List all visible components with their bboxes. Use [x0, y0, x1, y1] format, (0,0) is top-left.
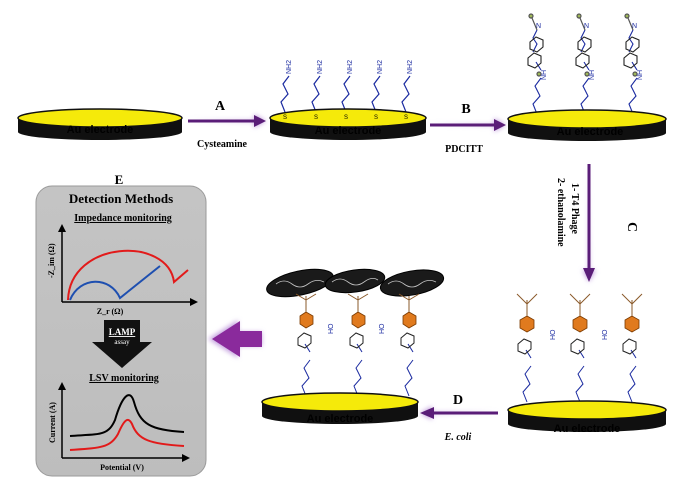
- lsv-ylabel: Current (A): [48, 402, 57, 443]
- panel-title: Detection Methods: [69, 191, 173, 206]
- electrode-3: NH NH NH N N N Au electrode: [507, 13, 667, 141]
- nh2-label-2: NH2: [317, 60, 324, 74]
- nh2-label-5: NH2: [407, 60, 414, 74]
- step-c-reagent-2: 2- ethanolamine: [555, 178, 566, 247]
- phage-layer-right: [522, 349, 637, 403]
- detection-panel: E Detection Methods Impedance monitoring…: [35, 172, 207, 477]
- impedance-ylabel: -Z_im (Ω): [47, 243, 56, 278]
- ho-label-5a: HO: [328, 323, 335, 334]
- nh2-label-4: NH2: [377, 60, 384, 74]
- ho-label-5b: HO: [379, 323, 386, 334]
- cysteamine-layer: [280, 75, 411, 113]
- step-d-letter: D: [453, 393, 463, 408]
- electrode-5: HO HO Au electrode: [261, 268, 445, 425]
- nh2-label-1: NH2: [286, 60, 293, 74]
- s-atom-1: S: [283, 115, 287, 121]
- benzene-rings: [527, 36, 640, 69]
- electrode-4: HO HO Au electrode: [507, 293, 667, 435]
- s-atom-3: S: [344, 115, 348, 121]
- n-label-3c: N: [632, 23, 637, 30]
- step-a-letter: A: [215, 99, 226, 114]
- lsv-red: [69, 418, 185, 451]
- electrode-2: NH2 NH2 NH2 NH2 NH2 S S S S S Au electro…: [269, 60, 427, 140]
- isothiocyanate-tips: [528, 13, 638, 77]
- nyquist-red: [67, 249, 189, 301]
- lsv-title: LSV monitoring: [89, 373, 159, 384]
- arrow-b: B PDCITT: [428, 102, 506, 155]
- arrow-c: C 1- T4 Phage 2- ethanolamine: [555, 162, 639, 282]
- nh2-label-3: NH2: [347, 60, 354, 74]
- lsv-xlabel: Potential (V): [100, 463, 144, 472]
- s-atom-4: S: [374, 115, 378, 121]
- n-label-3a: N: [536, 23, 541, 30]
- step-c-reagent-1: 1- T4 Phage: [569, 183, 580, 234]
- nh-label-3b: NH: [589, 70, 596, 80]
- step-b-letter: B: [461, 102, 470, 117]
- step-e-letter: E: [115, 172, 124, 187]
- n-label-3b: N: [584, 23, 589, 30]
- arrow-d: D E. coli: [420, 393, 500, 443]
- electrode-4-label: Au electrode: [554, 423, 621, 435]
- electrode-3-label: Au electrode: [557, 126, 624, 138]
- s-atom-2: S: [314, 115, 318, 121]
- step-d-reagent: E. coli: [444, 432, 472, 443]
- arrow-e: [208, 320, 262, 358]
- step-b-reagent: PDCITT: [445, 144, 483, 155]
- ho-label-4a: HO: [550, 329, 557, 340]
- arrow-a: A Cysteamine: [186, 99, 266, 150]
- nh-label-3a: NH: [541, 70, 548, 80]
- nh-label-3c: NH: [637, 70, 644, 80]
- lsv-black: [69, 394, 185, 437]
- bacteria-cells: [266, 268, 445, 298]
- lamp-arrow: [92, 320, 152, 368]
- nyquist-blue: [69, 265, 161, 301]
- impedance-title: Impedance monitoring: [74, 213, 172, 224]
- pdcitt-layer: [532, 29, 638, 115]
- electrode-2-label: Au electrode: [315, 125, 382, 137]
- step-a-reagent: Cysteamine: [197, 139, 248, 150]
- phage-heads-right: [519, 315, 640, 333]
- lamp-label: LAMP: [109, 327, 136, 337]
- electrode-1-label: Au electrode: [67, 124, 134, 136]
- electrode-5-label: Au electrode: [307, 413, 374, 425]
- impedance-xlabel: Z_r (Ω): [97, 307, 124, 316]
- step-c-letter: C: [624, 222, 639, 232]
- ho-label-4b: HO: [602, 329, 609, 340]
- s-atom-5: S: [404, 115, 408, 121]
- lamp-sublabel: assay: [114, 338, 130, 346]
- phage-heads-mid: [299, 311, 417, 329]
- electrode-1: Au electrode: [17, 108, 183, 140]
